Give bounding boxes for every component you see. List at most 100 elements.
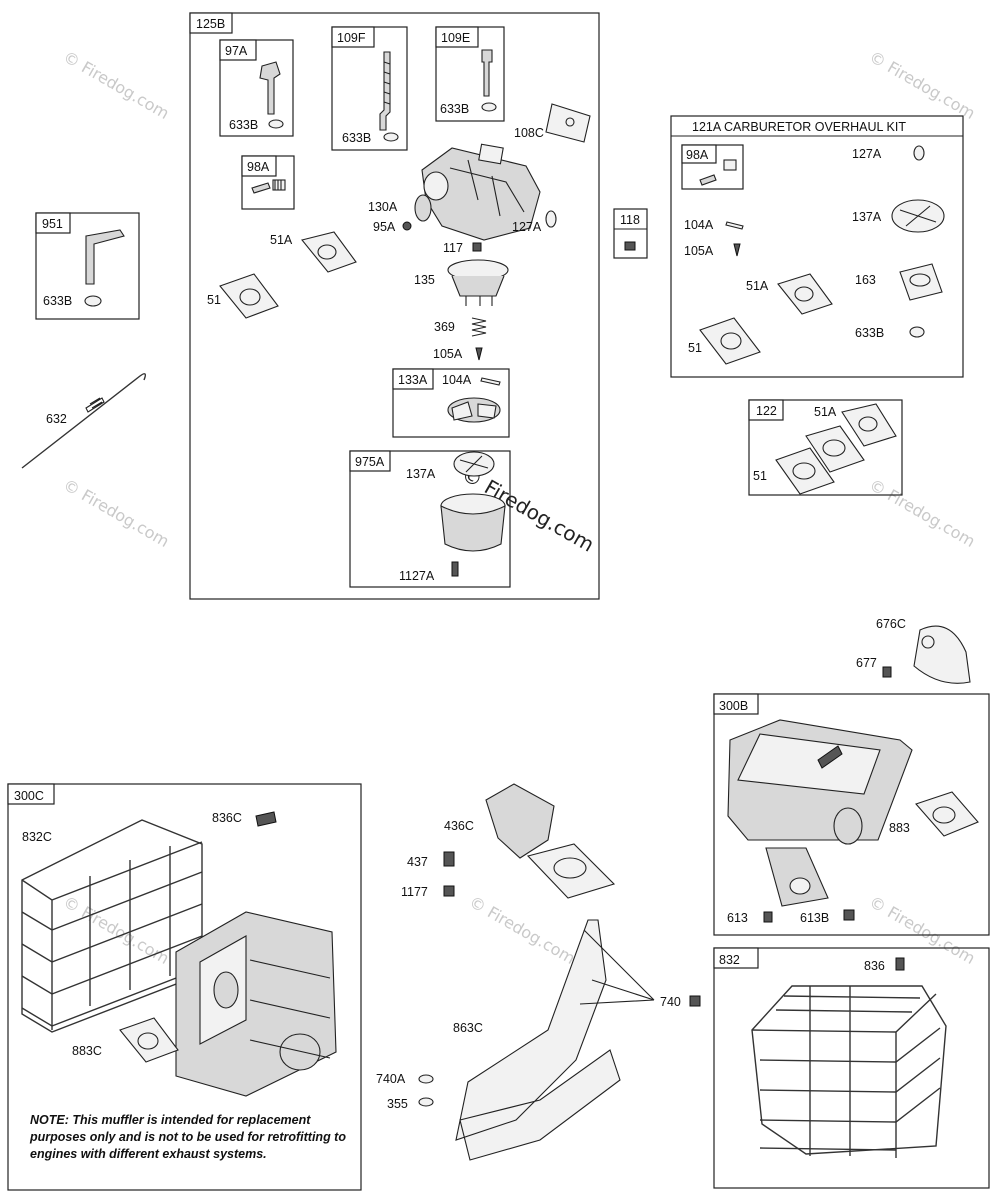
watermark-top-right: © Firedog.com: [866, 47, 979, 123]
washer-740a-icon: [418, 1074, 434, 1084]
kit-125b: 125B 97A 633B 109F 633B 109E 633B 98A: [189, 12, 600, 600]
needle-105a-kit-icon: [733, 243, 741, 257]
watermark-low-center: © Firedog.com: [466, 892, 579, 968]
gasket-51a-set-icon: [841, 403, 897, 447]
gasket-51-set-icon: [775, 447, 835, 495]
label-436c: 436C: [444, 819, 474, 833]
kit-832-label: 832: [719, 953, 740, 967]
label-51: 51: [688, 341, 702, 355]
kit-125b-label: 125B: [196, 17, 225, 31]
screw-613b-icon: [843, 909, 855, 921]
carburetor-icon: [421, 143, 541, 241]
throttle-shaft-icon: [379, 51, 391, 131]
subbox-98a-label: 98A: [247, 160, 270, 174]
label-51a: 51A: [270, 233, 293, 247]
label-369: 369: [434, 320, 455, 334]
note-body: This muffler is intended for replacement…: [30, 1113, 346, 1161]
label-613b: 613B: [800, 911, 829, 925]
subbox-133a-label: 133A: [398, 373, 428, 387]
label-95a: 95A: [373, 220, 396, 234]
label-51: 51: [207, 293, 221, 307]
screw-836-icon: [895, 957, 905, 971]
kit-300b-label: 300B: [719, 699, 748, 713]
kit-951: 951 633B: [35, 212, 140, 320]
pin-104a-icon: [480, 377, 501, 386]
nut-1177-icon: [443, 885, 455, 897]
deflector-icon: [913, 625, 971, 684]
label-104a: 104A: [684, 218, 714, 232]
label-105a: 105A: [433, 347, 463, 361]
label-51a: 51A: [814, 405, 837, 419]
muffler-300b-icon: [727, 719, 913, 907]
kit-300c-label: 300C: [14, 789, 44, 803]
label-127a: 127A: [512, 220, 542, 234]
label-108c: 108C: [514, 126, 544, 140]
label-355: 355: [387, 1097, 408, 1111]
seat-117-icon: [472, 242, 482, 252]
gasket-51a-kit-icon: [777, 273, 833, 315]
label-135: 135: [414, 273, 435, 287]
screw-613-icon: [763, 911, 773, 923]
plate-130a-icon: [414, 194, 432, 222]
muffler-300c-icon: [175, 911, 337, 1097]
choke-lever-icon: [259, 61, 281, 115]
subbox-118-label: 118: [620, 213, 640, 227]
label-863c: 863C: [453, 1021, 483, 1035]
label-51: 51: [753, 469, 767, 483]
gasket-883c-icon: [119, 1017, 179, 1063]
subbox-97a-label: 97A: [225, 44, 248, 58]
washer-355-icon: [418, 1097, 434, 1107]
subbox-109e-label: 109E: [441, 31, 470, 45]
kit-300b: 300B 883 613 613B: [713, 693, 990, 936]
oring-127a-kit-icon: [913, 145, 925, 161]
label-740: 740: [660, 995, 681, 1009]
gasket-51-icon: [219, 273, 279, 319]
subbox-109f-label: 109F: [337, 31, 366, 45]
label-883c: 883C: [72, 1044, 102, 1058]
label-633b: 633B: [855, 326, 884, 340]
screw-95a-icon: [402, 221, 412, 231]
label-163: 163: [855, 273, 876, 287]
kit-118: 118: [613, 208, 648, 259]
label-117: 117: [443, 241, 463, 255]
bolt-1127a-icon: [451, 561, 459, 577]
jet-118-icon: [624, 241, 636, 251]
kit-832: 832 836: [713, 947, 990, 1189]
float-133a-icon: [447, 397, 501, 423]
gasket-51-kit-icon: [699, 317, 761, 365]
kit-122: 122 51A 51: [748, 399, 903, 496]
gasket-883-icon: [915, 791, 979, 837]
exhaust-parts: 436C 437 1177 863C 740 740A 355: [376, 783, 701, 1161]
label-127a: 127A: [852, 147, 882, 161]
label-676c: 676C: [876, 617, 906, 631]
note-text: NOTE: This muffler is intended for repla…: [30, 1112, 350, 1163]
label-51a: 51A: [746, 279, 769, 293]
throttle-shaft-short-icon: [481, 49, 493, 97]
governor-link-632: 632: [21, 373, 147, 469]
watermark-top-left: © Firedog.com: [60, 47, 173, 123]
subbox-975a-label: 975A: [355, 455, 385, 469]
subbox-951-label: 951: [42, 217, 63, 231]
label-1177: 1177: [401, 885, 428, 899]
label-740a: 740A: [376, 1072, 406, 1086]
linkage-951-icon: [85, 229, 125, 285]
watermark-low-left: © Firedog.com: [60, 892, 173, 968]
label-883: 883: [889, 821, 910, 835]
label-105a: 105A: [684, 244, 714, 258]
pin-104a-kit-icon: [725, 221, 744, 230]
subbox-98a-kit-label: 98A: [686, 148, 709, 162]
watermark-low-right: © Firedog.com: [866, 892, 979, 968]
spring-369-icon: [471, 317, 487, 337]
label-137a: 137A: [852, 210, 882, 224]
bolt-437-icon: [443, 851, 455, 867]
nut-740-icon: [689, 995, 701, 1007]
label-832c: 832C: [22, 830, 52, 844]
label-632: 632: [46, 412, 67, 426]
kit-122-label: 122: [756, 404, 777, 418]
bracket-863c-icon: [455, 919, 621, 1161]
note-keyword: NOTE:: [30, 1113, 69, 1127]
label-633b: 633B: [229, 118, 258, 132]
label-633b: 633B: [342, 131, 371, 145]
watermark-mid-left: © Firedog.com: [60, 475, 173, 551]
